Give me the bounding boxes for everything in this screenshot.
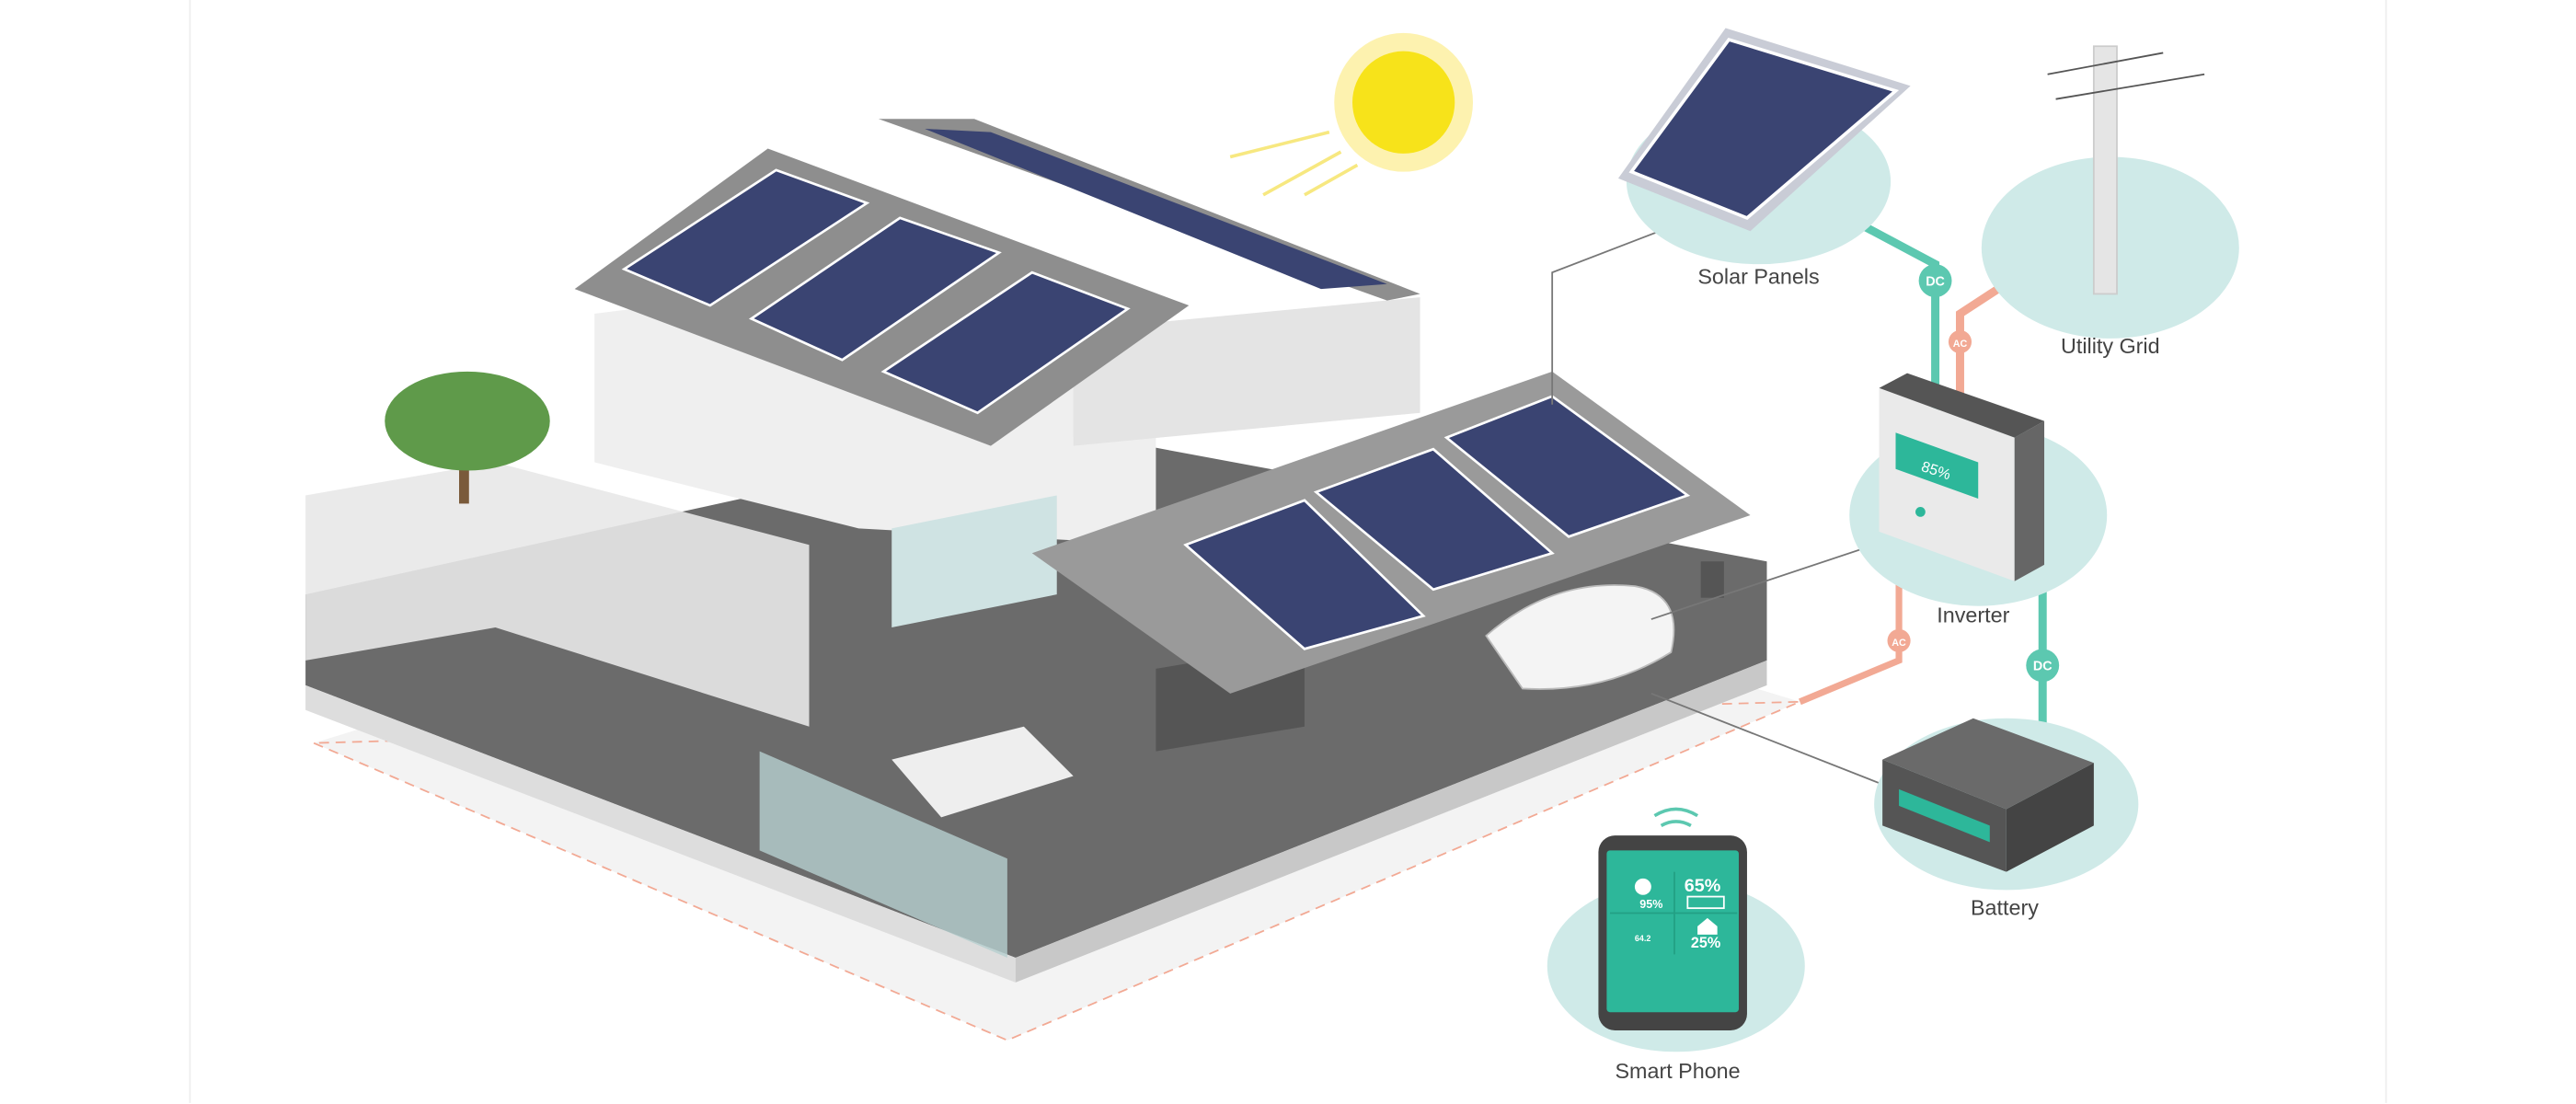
wifi-icon [1653, 807, 1699, 827]
utility-grid-label: Utility Grid [2061, 334, 2160, 358]
solar-panels-node: Solar Panels [1617, 28, 1911, 289]
svg-text:25%: 25% [1691, 935, 1720, 951]
sun-small-icon [1634, 878, 1651, 895]
badge-ac-bottom: AC [1887, 628, 1911, 652]
svg-text:65%: 65% [1685, 876, 1721, 896]
battery-small-icon [1686, 895, 1725, 910]
ac-line-grid [1955, 285, 2001, 397]
svg-text:AC: AC [1953, 339, 1968, 350]
badge-dc-bottom: DC [2026, 649, 2060, 683]
home-small-icon [1697, 917, 1718, 935]
utility-pole-icon [2092, 45, 2118, 295]
svg-text:95%: 95% [1639, 898, 1662, 911]
battery-label: Battery [1971, 895, 2039, 919]
smart-phone-node: 95% 65% 64.2 25% Smart Phone [1547, 807, 1805, 1083]
tree-icon [385, 371, 550, 471]
ev-charger-icon [1700, 561, 1724, 598]
inverter-label: Inverter [1937, 604, 2009, 627]
svg-text:DC: DC [2033, 660, 2053, 674]
svg-text:DC: DC [1926, 274, 1945, 289]
tree-trunk [459, 445, 469, 504]
house-illustration [305, 119, 1800, 1041]
phone-screen [1606, 850, 1739, 1013]
badge-ac-top: AC [1948, 329, 1972, 354]
solar-panels-label: Solar Panels [1697, 265, 1819, 289]
utility-grid-node: Utility Grid [1981, 45, 2239, 358]
inverter-screen [1895, 432, 1979, 500]
battery-node: Battery [1874, 718, 2139, 919]
svg-text:64.2: 64.2 [1635, 934, 1650, 943]
smart-phone-label: Smart Phone [1615, 1059, 1740, 1083]
car-icon [1485, 584, 1675, 690]
ac-line-house [1799, 578, 1903, 706]
inverter-node: 85% Inverter [1849, 373, 2108, 627]
svg-text:AC: AC [1892, 638, 1906, 649]
sun-icon [1229, 32, 1474, 197]
badge-dc-top: DC [1918, 264, 1952, 298]
